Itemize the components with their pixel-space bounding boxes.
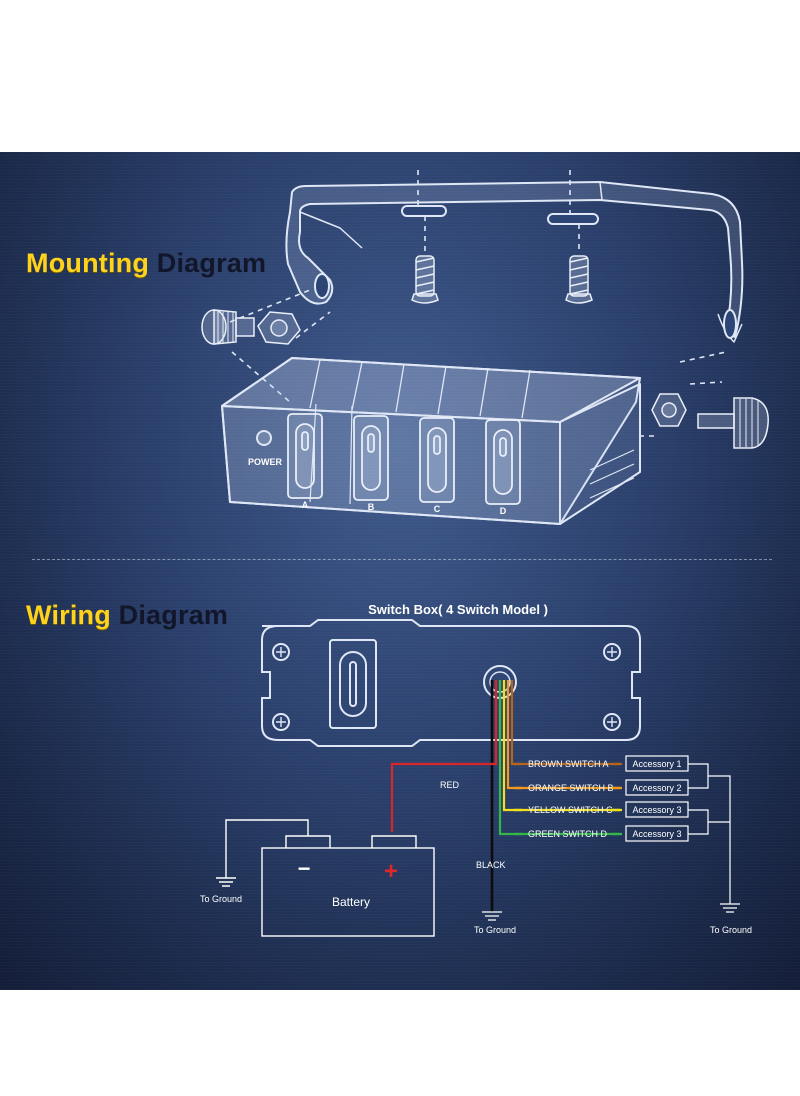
mounting-diagram-title: Mounting Diagram — [26, 248, 266, 279]
battery-label: Battery — [332, 895, 370, 909]
mounting-title-word1: Mounting — [26, 248, 150, 278]
brown-switch-label: BROWN SWITCH A — [528, 759, 609, 769]
wiring-title-word1: Wiring — [26, 600, 111, 630]
switch-letter-a: A — [302, 500, 309, 510]
yellow-switch-label: YELLOW SWITCH C — [528, 805, 613, 815]
black-wire-label: BLACK — [476, 860, 506, 870]
switch-letter-c: C — [434, 504, 441, 514]
accessory-label-1: Accessory 1 — [632, 759, 681, 769]
accessory-label-4: Accessory 3 — [632, 829, 681, 839]
brown-wire — [510, 680, 622, 766]
switch-box-top-view — [261, 619, 641, 747]
wire-harness — [390, 680, 622, 912]
battery-minus-sign: − — [298, 856, 311, 881]
bolt-alignment-lines — [229, 170, 727, 437]
black-wire-ground-symbol — [482, 911, 502, 921]
rocker-switches — [287, 413, 521, 505]
bolt-right — [565, 255, 593, 304]
hex-nut-left — [257, 311, 301, 345]
switch-letter-b: B — [368, 502, 375, 512]
hex-nut-right — [651, 393, 687, 427]
mounting-bracket — [285, 181, 744, 343]
switch-box-3d — [221, 357, 641, 525]
switch-box-title: Switch Box( 4 Switch Model ) — [368, 602, 548, 617]
wiring-title-word2: Diagram — [118, 600, 229, 630]
ground-label-black: To Ground — [474, 925, 516, 935]
thumb-screw-left — [201, 309, 255, 345]
power-label: POWER — [248, 457, 283, 467]
mounting-title-word2: Diagram — [156, 248, 267, 278]
accessory-label-3: Accessory 3 — [632, 805, 681, 815]
orange-wire — [506, 680, 622, 790]
red-wire-label: RED — [440, 780, 460, 790]
wire-color-dashes — [514, 762, 522, 836]
diagram-drawing: POWER A B C D Switch Box( 4 Switch Model… — [200, 170, 769, 937]
wiring-diagram-title: Wiring Diagram — [26, 600, 228, 631]
thumb-screw-right — [697, 397, 769, 449]
switch-letter-d: D — [500, 506, 507, 516]
yellow-wire — [502, 680, 622, 812]
battery — [216, 819, 435, 937]
battery-terminal-negative — [285, 835, 331, 848]
battery-body — [261, 847, 435, 937]
accessory-connector-dashes — [612, 762, 620, 836]
green-switch-label: GREEN SWITCH D — [528, 829, 608, 839]
battery-ground-symbol — [216, 877, 236, 887]
bolt-left — [411, 255, 439, 304]
section-divider — [32, 559, 772, 560]
battery-terminal-positive — [371, 835, 417, 848]
orange-switch-label: ORANGE SWITCH B — [528, 783, 614, 793]
battery-ground-wire — [225, 819, 309, 878]
green-wire — [498, 680, 622, 836]
ground-label-battery: To Ground — [200, 894, 242, 904]
accessory-label-2: Accessory 2 — [632, 783, 681, 793]
ground-label-accessories: To Ground — [710, 925, 752, 935]
accessory-ground-wiring — [688, 763, 740, 913]
red-wire — [390, 680, 498, 832]
battery-plus-sign: + — [384, 858, 398, 885]
diagram-panel: Mounting Diagram Wiring Diagram — [0, 152, 800, 990]
